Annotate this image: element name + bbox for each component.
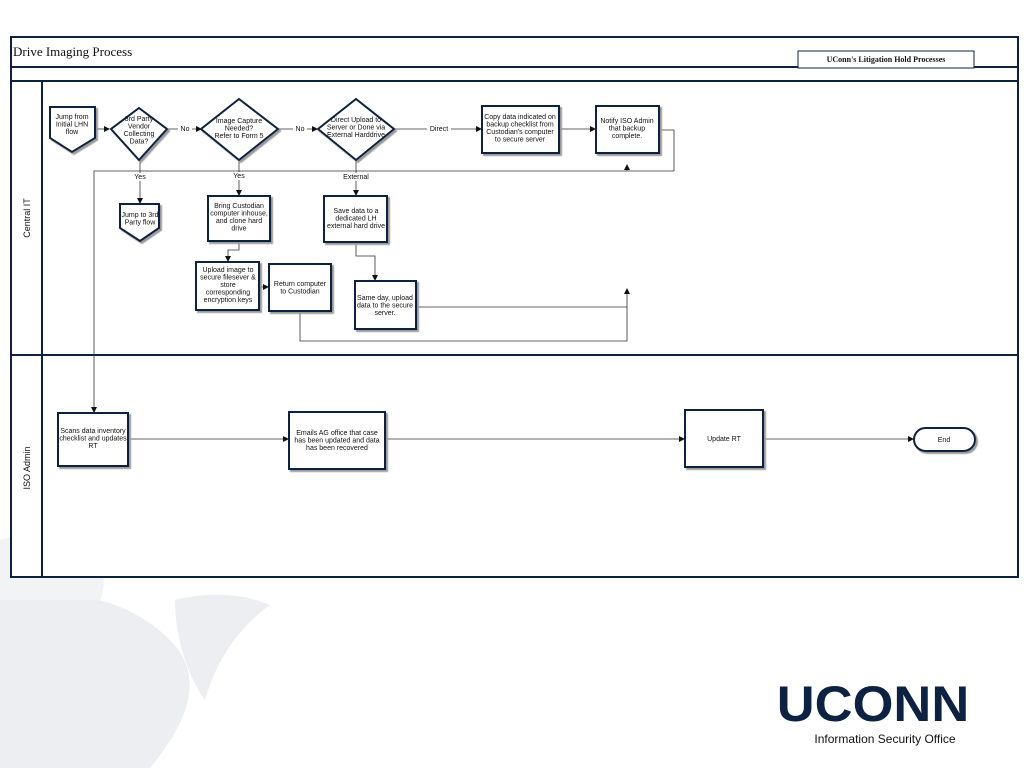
connectors: [91, 126, 914, 442]
edge-label-no-2: No: [296, 126, 305, 133]
process-return-computer: [268, 263, 332, 312]
logo-wordmark: UCONN: [776, 676, 970, 732]
offpage-jump-initial: [49, 106, 96, 154]
process-notify-iso: [595, 105, 660, 154]
terminal-end: [913, 427, 976, 452]
edge-label-external: External: [343, 174, 369, 181]
edge-label-yes-2: Yes: [233, 173, 245, 180]
edge-save-to-sameday: [355, 242, 378, 281]
edge-label-yes-1: Yes: [134, 174, 146, 181]
edge-label-no-1: No: [181, 126, 190, 133]
process-copy-data: [481, 105, 560, 154]
offpage-jump-third: [119, 203, 160, 243]
decision-image-capture: [199, 97, 280, 162]
edge-return-to-notify: [299, 288, 630, 342]
edge-labels: No No Direct Yes Yes External: [132, 125, 451, 181]
process-save-data: [323, 195, 388, 243]
node-label-update-rt: Update RT: [707, 436, 741, 443]
process-upload-image: [195, 261, 260, 311]
process-same-day: [354, 280, 417, 330]
process-badge-label: UConn's Litigation Hold Processes: [827, 55, 946, 64]
process-update-rt: [684, 409, 764, 468]
edge-notify-to-scans: [91, 129, 675, 413]
uconn-logo: UCONN Information Security Office: [770, 678, 976, 746]
node-shapes: [49, 97, 976, 470]
decision-direct-upload: [316, 97, 396, 162]
lane-label-central-it: Central IT: [22, 198, 32, 238]
process-scans: [57, 412, 129, 467]
process-badge: UConn's Litigation Hold Processes: [797, 50, 975, 69]
process-emails: [288, 411, 386, 470]
node-label-end: End: [938, 437, 951, 444]
decision-third-party: [109, 106, 169, 162]
edge-label-direct: Direct: [430, 126, 448, 133]
process-bring-custodian: [207, 195, 271, 242]
lane-label-iso-admin: ISO Admin: [22, 446, 32, 489]
edge-bring-to-upload: [225, 241, 240, 262]
logo-subtitle: Information Security Office: [814, 732, 956, 746]
diagram-title: Drive Imaging Process: [13, 44, 132, 59]
